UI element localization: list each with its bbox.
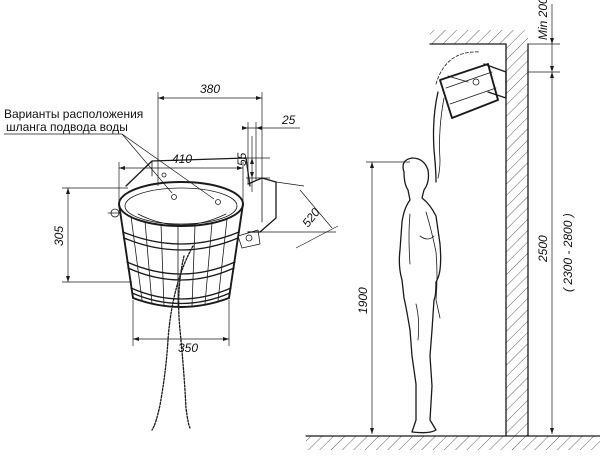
water-stream <box>432 91 445 183</box>
bucket-body <box>118 203 244 308</box>
dim-text-range: ( 2300 - 2800 ) <box>561 213 575 292</box>
dimension-305 <box>62 187 132 283</box>
mounted-bucket <box>435 51 507 119</box>
dimension-410 <box>118 162 244 204</box>
dimension-25 <box>242 122 300 184</box>
dim-text-55: 55 <box>235 152 249 166</box>
dimension-55 <box>246 136 270 192</box>
floor <box>305 435 600 450</box>
dimension-2500 <box>528 71 560 434</box>
dimension-380 <box>157 92 263 186</box>
dimension-1900 <box>366 161 410 434</box>
dimension-520 <box>260 181 339 249</box>
wall <box>505 43 529 437</box>
dim-text-min200: Min 200 <box>536 0 550 40</box>
dim-text-380: 380 <box>200 82 220 96</box>
hose-label-line1: Варианты расположения <box>4 107 143 121</box>
dim-text-350: 350 <box>178 341 198 355</box>
dim-text-305: 305 <box>52 226 66 246</box>
dim-text-410: 410 <box>172 152 192 166</box>
dim-text-1900: 1900 <box>356 287 370 314</box>
bucket-detail-view: Варианты расположения шланга подвода вод… <box>4 82 339 431</box>
installation-view: 1900 2500 ( 2300 - 2800 ) Min 200 <box>305 0 600 450</box>
dim-text-520: 520 <box>299 205 323 230</box>
side-bracket <box>237 177 277 249</box>
dimension-350 <box>132 300 230 346</box>
dimension-min200 <box>528 4 560 72</box>
hose-label-leaders <box>4 133 215 200</box>
pull-rope <box>151 245 194 431</box>
dim-text-25: 25 <box>281 113 296 127</box>
person-figure <box>398 157 442 434</box>
ceiling <box>429 30 528 45</box>
bucket-rim <box>107 181 244 227</box>
dim-text-2500: 2500 <box>536 235 550 263</box>
hose-label-line2: шланга подвода воды <box>6 120 128 134</box>
